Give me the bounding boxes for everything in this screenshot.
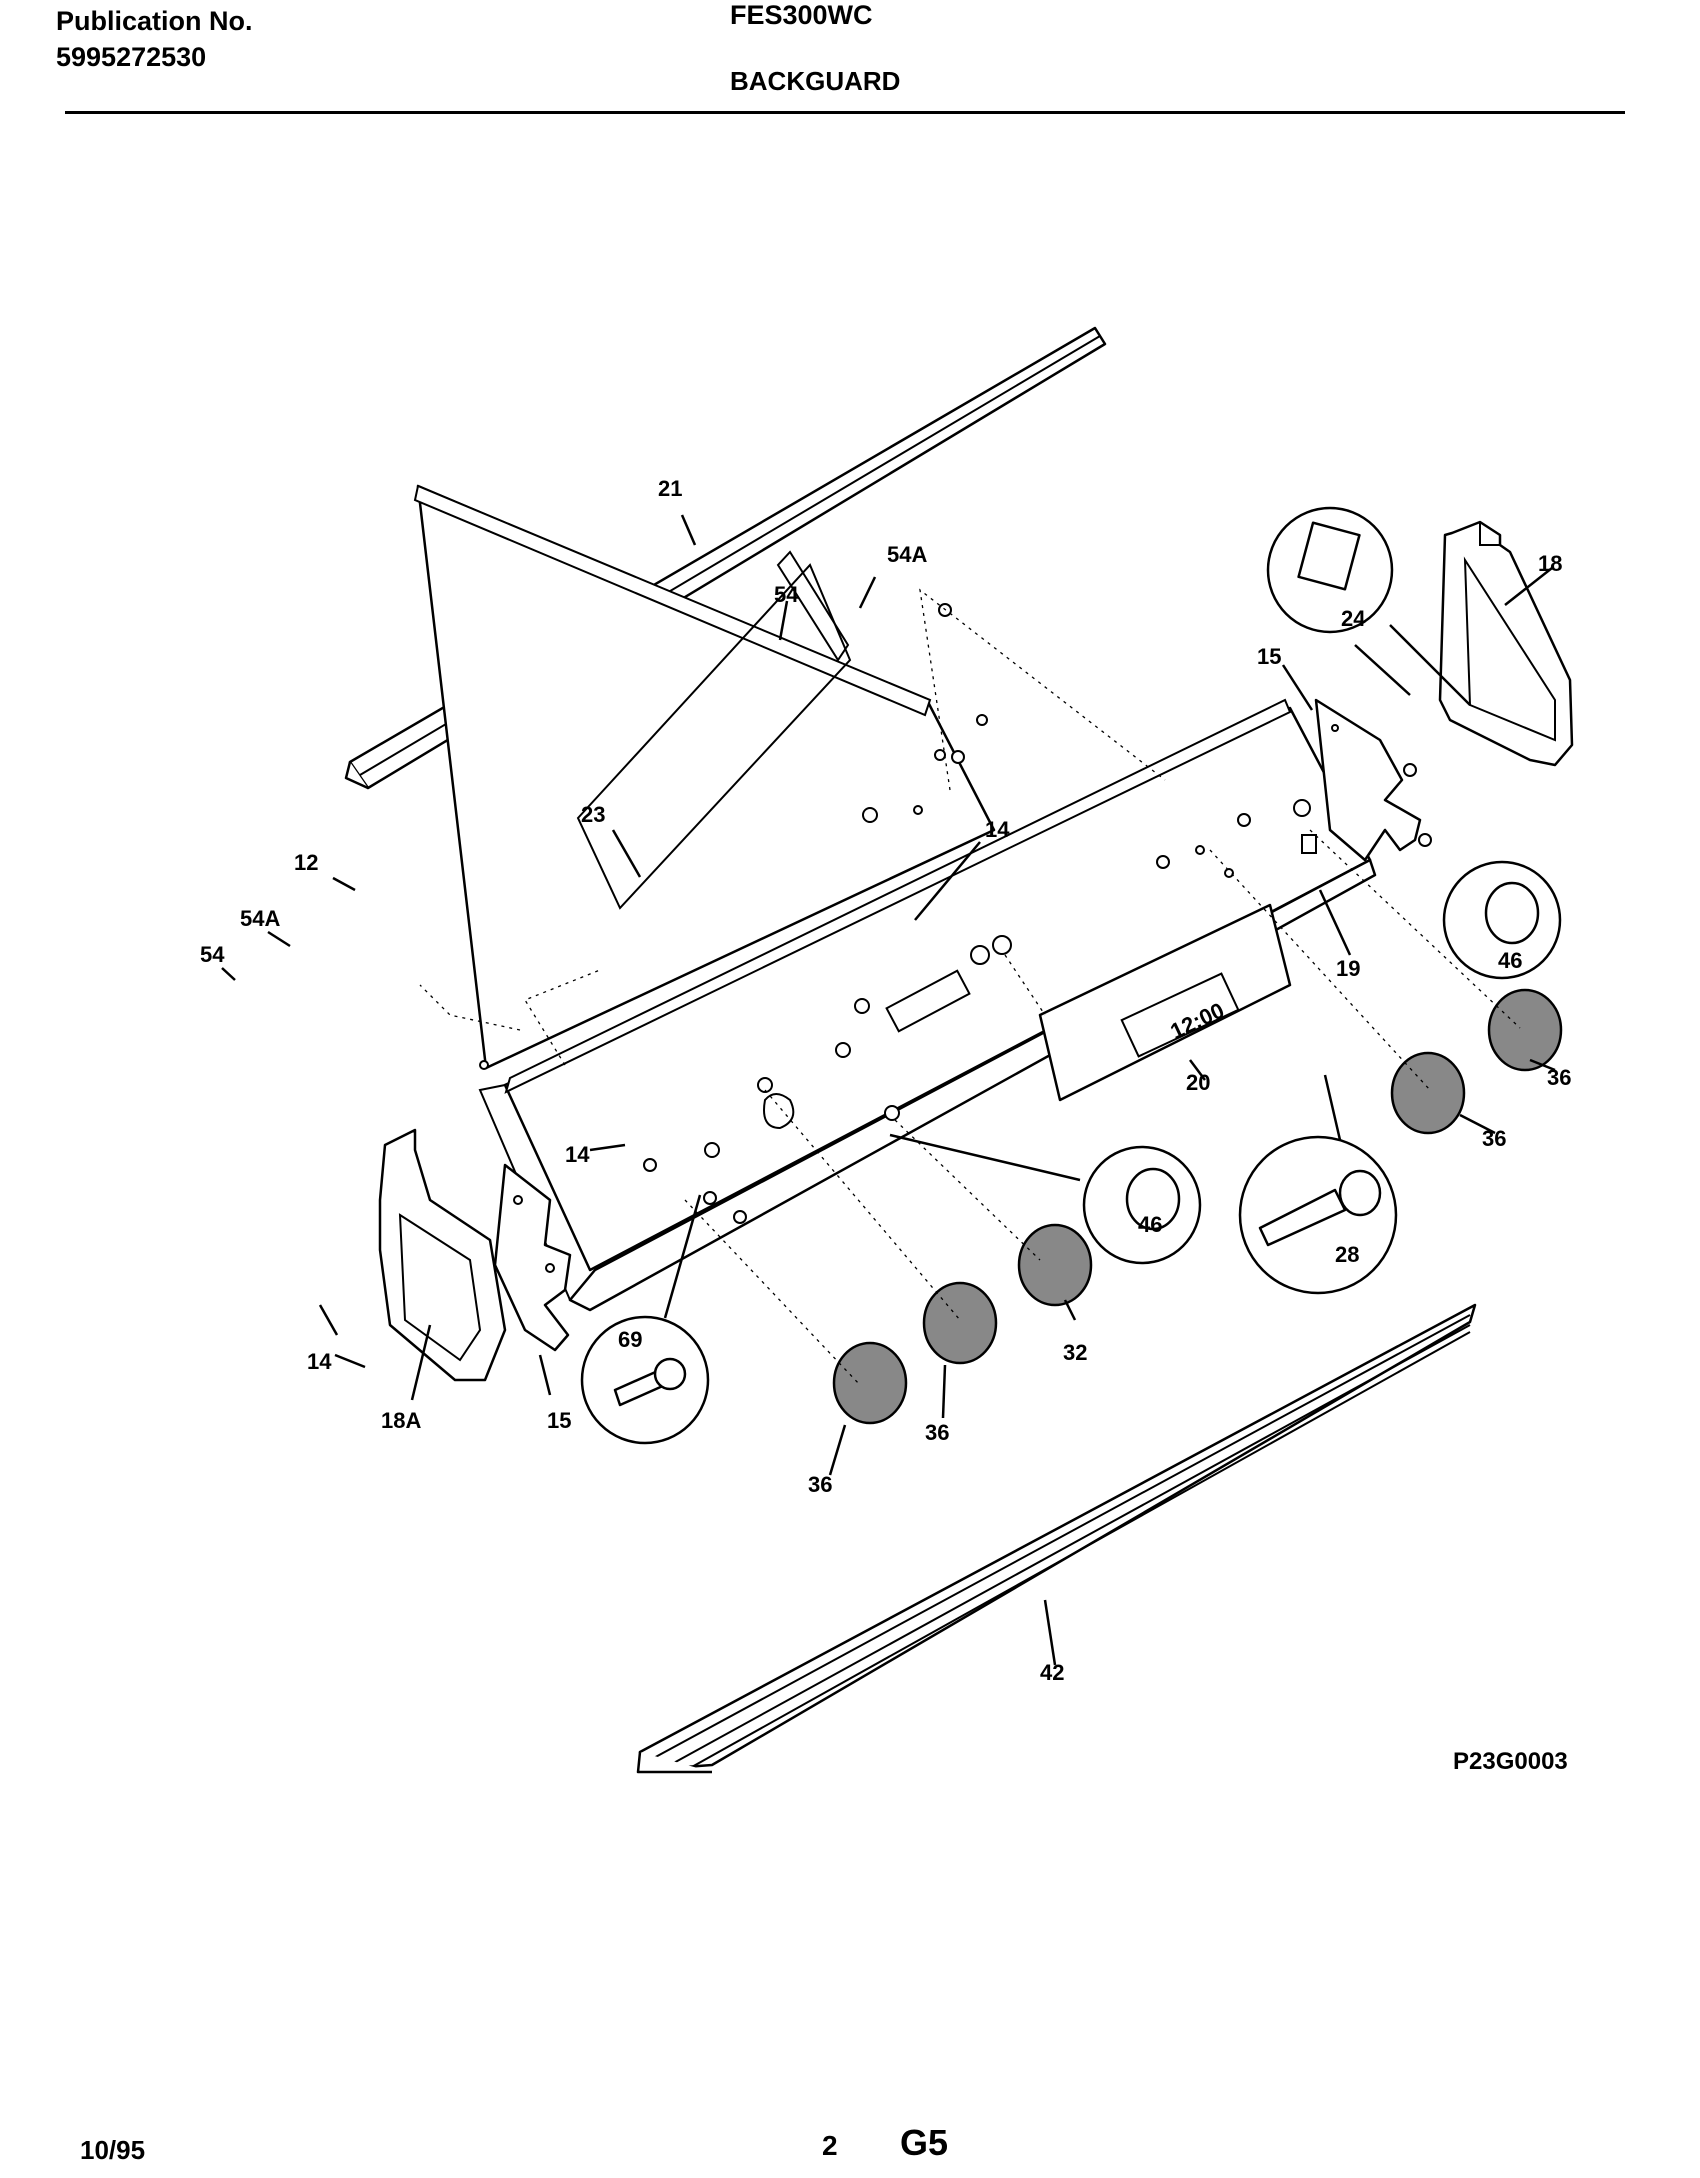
- rear-panel-23-shown: [413, 484, 996, 1070]
- callout-21: 21: [658, 476, 682, 501]
- footer-page-number: 2: [822, 2130, 838, 2161]
- detail-46-right: [1442, 860, 1562, 980]
- knob-36-b1: [832, 1341, 908, 1425]
- callout-15-bottom: 15: [547, 1408, 571, 1433]
- drawing-id: P23G0003: [1453, 1748, 1568, 1775]
- callout-69: 69: [618, 1327, 642, 1352]
- model-number: FES300WC: [730, 0, 873, 30]
- footer-date: 10/95: [80, 2135, 146, 2165]
- callout-23: 23: [581, 802, 605, 827]
- callout-42: 42: [1040, 1660, 1064, 1685]
- callout-20: 20: [1186, 1070, 1210, 1095]
- callout-32: 32: [1063, 1340, 1087, 1365]
- callout-36-far: 36: [1547, 1065, 1571, 1090]
- callout-46-right: 46: [1498, 948, 1522, 973]
- knob-36-b2: [922, 1281, 998, 1365]
- publication-label: Publication No.: [56, 6, 253, 36]
- detail-28: [1238, 1135, 1398, 1295]
- callout-12: 12: [294, 850, 318, 875]
- dashed-leaders: [419, 588, 1521, 1386]
- left-end-cap: [378, 1128, 507, 1382]
- clock-timer-assembly: 12:00: [1038, 903, 1292, 1102]
- callout-14-top: 14: [985, 817, 1010, 842]
- callout-14-bottom: 14: [307, 1349, 332, 1374]
- callout-54-top: 54: [774, 582, 799, 607]
- callout-36-mid: 36: [1482, 1126, 1506, 1151]
- callout-36-b2: 36: [925, 1420, 949, 1445]
- leader-lines: [221, 514, 1556, 1666]
- callout-46-center: 46: [1138, 1212, 1162, 1237]
- header-rule: [65, 111, 1625, 114]
- callout-15-right: 15: [1257, 644, 1281, 669]
- callout-54a-top: 54A: [887, 542, 927, 567]
- detail-24: [1266, 506, 1394, 634]
- callout-28: 28: [1335, 1242, 1359, 1267]
- knob-32: [1017, 1223, 1093, 1307]
- publication-number: 5995272530: [56, 42, 207, 72]
- callout-19: 19: [1336, 956, 1360, 981]
- callout-36-b1: 36: [808, 1472, 832, 1497]
- callout-54a-left: 54A: [240, 906, 280, 931]
- detail-69: [580, 1315, 710, 1445]
- lower-trim-strip: [636, 1303, 1477, 1774]
- callout-14-mid: 14: [565, 1142, 590, 1167]
- right-end-bracket: [1314, 698, 1432, 862]
- callout-18: 18: [1538, 551, 1562, 576]
- right-end-cap: [1438, 520, 1574, 767]
- knob-36-far: [1487, 988, 1563, 1072]
- callout-labels: 21 54A 54 24 18 15 23 14 12 54A 54 46 19…: [200, 476, 1571, 1685]
- footer-code: G5: [900, 2122, 949, 2163]
- detail-46-center: [1082, 1145, 1202, 1265]
- knob-36-mid: [1390, 1051, 1466, 1135]
- section-title: BACKGUARD: [730, 66, 901, 96]
- callout-54-left: 54: [200, 942, 225, 967]
- callout-24: 24: [1341, 606, 1366, 631]
- callout-18a: 18A: [381, 1408, 421, 1433]
- left-end-bracket: [493, 1163, 572, 1352]
